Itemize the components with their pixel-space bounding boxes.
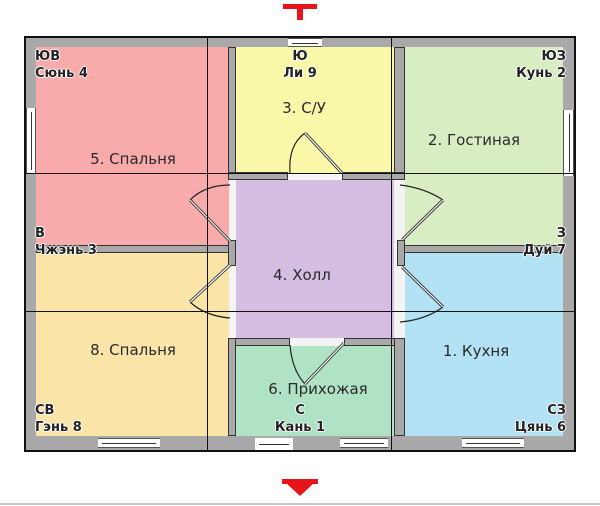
direction-w-trigram: Дуй 7	[523, 243, 566, 258]
wall-bathroom-bottom-right	[342, 172, 405, 180]
room-bedroom-5	[36, 47, 229, 246]
window-living	[563, 110, 574, 176]
direction-n: С Кань 1	[275, 402, 325, 436]
direction-w-name: З	[556, 226, 566, 241]
wall-hall-right-mid	[397, 240, 405, 266]
direction-nw-name: СЗ	[547, 403, 566, 418]
direction-se-name: ЮВ	[35, 49, 61, 64]
direction-sw-name: ЮЗ	[541, 49, 567, 64]
grid-line-v2	[391, 38, 392, 450]
entrance-door-opening	[255, 438, 293, 450]
label-living-2: 2. Гостиная	[427, 131, 521, 149]
direction-e-name: В	[35, 226, 45, 241]
label-entry-6: 6. Прихожая	[268, 380, 368, 398]
bottom-down-arrow-icon	[282, 479, 318, 497]
direction-s-trigram: Ли 9	[283, 66, 317, 81]
room-entry-6	[236, 346, 394, 436]
hall-opening-top	[236, 174, 394, 180]
direction-ne-trigram: Гэнь 8	[35, 420, 82, 435]
wall-bathroom-bottom-left	[228, 172, 288, 180]
wall-entry-left	[228, 338, 236, 436]
room-kitchen-1	[405, 253, 563, 436]
window-bedroom8	[98, 438, 160, 448]
direction-n-name: С	[295, 403, 305, 418]
label-hall-4: 4. Холл	[273, 266, 331, 284]
hall-opening-bottom	[236, 338, 394, 346]
top-t-marker-icon	[283, 4, 317, 21]
wall-hall-left-mid	[228, 240, 236, 266]
direction-se: ЮВ Сюнь 4	[35, 48, 88, 82]
wall-entry-right	[394, 338, 405, 436]
direction-ne: СВ Гэнь 8	[35, 402, 82, 436]
direction-s: Ю Ли 9	[283, 48, 316, 82]
grid-line-v1	[207, 38, 208, 450]
window-bedroom5	[26, 108, 36, 174]
direction-e: В Чжэнь 3	[35, 225, 97, 259]
label-bathroom-3: 3. С/У	[282, 99, 326, 117]
label-bedroom-8: 8. Спальня	[90, 341, 176, 359]
room-bathroom-3	[236, 47, 394, 174]
bottom-divider	[0, 503, 600, 505]
label-bedroom-5: 5. Спальня	[90, 150, 176, 168]
direction-n-trigram: Кань 1	[274, 420, 326, 435]
direction-e-trigram: Чжэнь 3	[35, 243, 97, 258]
direction-sw: ЮЗ Кунь 2	[516, 48, 566, 82]
label-kitchen-1: 1. Кухня	[442, 342, 510, 360]
direction-nw: СЗ Цянь 6	[515, 402, 566, 436]
direction-ne-name: СВ	[35, 403, 55, 418]
window-entry	[340, 438, 388, 448]
direction-w: З Дуй 7	[523, 225, 566, 259]
room-bedroom-8	[36, 253, 229, 436]
window-bathroom	[288, 38, 322, 47]
window-kitchen	[462, 438, 524, 448]
direction-s-name: Ю	[292, 49, 308, 64]
grid-line-h2	[26, 311, 574, 312]
direction-sw-trigram: Кунь 2	[516, 66, 566, 81]
direction-se-trigram: Сюнь 4	[35, 66, 88, 81]
grid-line-h1	[26, 173, 574, 174]
direction-nw-trigram: Цянь 6	[514, 420, 566, 435]
